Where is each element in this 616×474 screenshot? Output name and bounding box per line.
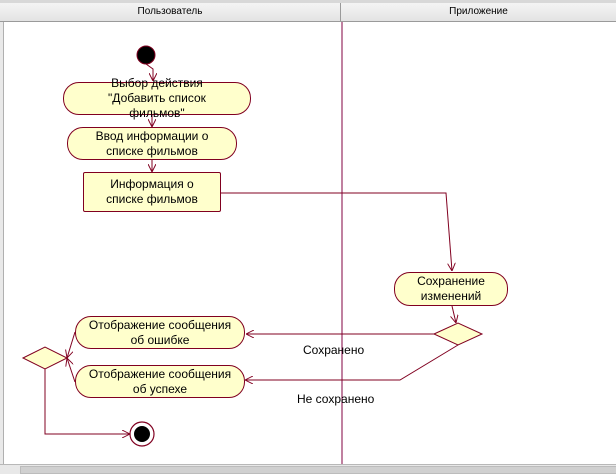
left-ruler <box>0 22 4 465</box>
flow-decision-to-success <box>245 344 459 380</box>
guard-label-not-saved: Не сохранено <box>297 392 375 406</box>
object-movie-list-info[interactable]: Информация о списке фильмов <box>83 172 221 212</box>
swimlane-header-user[interactable]: Пользователь <box>0 3 341 22</box>
activity-show-success[interactable]: Отображение сообщения об успехе <box>75 365 245 398</box>
activity-choose-action[interactable]: Выбор действия "Добавить список фильмов" <box>63 76 251 120</box>
flow-success-to-merge <box>67 358 76 383</box>
guard-label-saved: Сохранено <box>303 343 365 357</box>
final-state-core <box>134 426 150 442</box>
flow-start-to-choose <box>145 63 153 81</box>
activity-enter-info[interactable]: Ввод информации о списке фильмов <box>67 127 237 160</box>
initial-state <box>136 45 156 65</box>
top-strip <box>0 0 616 3</box>
swimlane-header-application[interactable]: Приложение <box>341 3 616 22</box>
flow-save-to-decision <box>452 305 456 323</box>
decision-diamond-right <box>432 322 484 346</box>
flow-info-to-save <box>221 192 452 271</box>
flow-error-to-merge <box>67 331 76 358</box>
activity-save-changes[interactable]: Сохранение изменений <box>394 272 508 306</box>
merge-diamond-left <box>21 346 69 370</box>
flow-merge-to-end <box>44 369 130 434</box>
activity-show-error[interactable]: Отображение сообщения об ошибке <box>75 316 245 349</box>
